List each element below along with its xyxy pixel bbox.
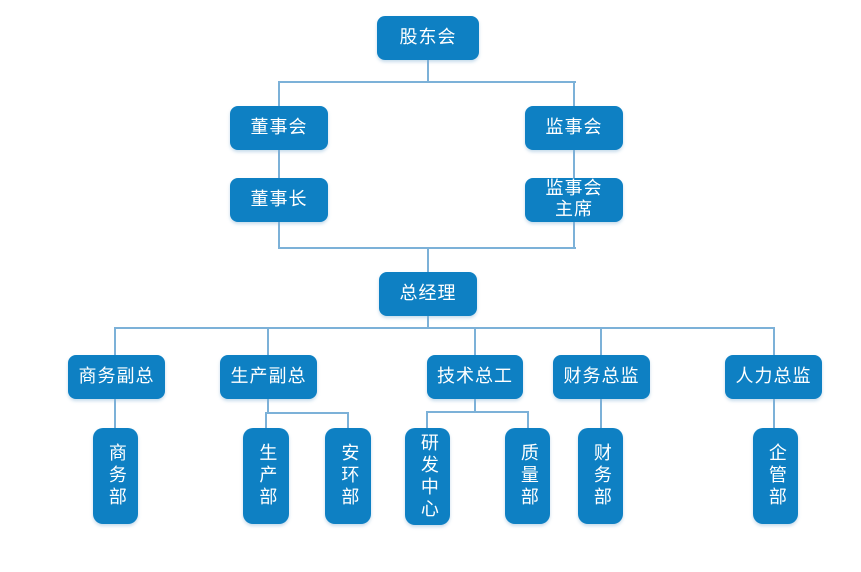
connector-line xyxy=(773,399,775,428)
org-node-hr-director: 人力总监 xyxy=(725,355,822,399)
connector-line xyxy=(267,399,269,413)
org-node-production-dept: 生产部 xyxy=(243,428,289,524)
org-node-vp-production: 生产副总 xyxy=(220,355,317,399)
connector-line xyxy=(573,222,575,248)
connector-line xyxy=(426,411,529,413)
connector-line xyxy=(427,316,429,328)
connector-line xyxy=(265,412,349,414)
org-node-label: 董事会 xyxy=(250,116,308,138)
org-node-enterprise-mgmt-dept: 企管部 xyxy=(753,428,798,524)
org-node-label: 企管部 xyxy=(765,443,787,509)
org-node-general-manager: 总经理 xyxy=(379,272,477,316)
org-node-commerce-dept: 商务部 xyxy=(93,428,138,524)
connector-line xyxy=(600,327,602,355)
org-node-quality-dept: 质量部 xyxy=(505,428,550,524)
connector-line xyxy=(600,399,602,428)
org-node-supervisory-board: 监事会 xyxy=(525,106,623,150)
connector-line xyxy=(114,399,116,428)
connector-line xyxy=(114,327,775,329)
org-node-finance-dept: 财务部 xyxy=(578,428,623,524)
connector-line xyxy=(573,81,575,106)
connector-line xyxy=(267,327,269,355)
org-node-label: 财务总监 xyxy=(563,365,640,387)
connector-line xyxy=(527,411,529,428)
connector-line xyxy=(278,222,280,248)
org-node-label: 商务部 xyxy=(105,443,127,509)
org-node-board-of-directors: 董事会 xyxy=(230,106,328,150)
org-node-label: 监事会 xyxy=(545,116,603,138)
connector-line xyxy=(773,327,775,355)
org-node-supervisory-board-chairman: 监事会 主席 xyxy=(525,178,623,222)
connector-line xyxy=(427,247,429,272)
org-node-label: 生产副总 xyxy=(230,365,307,387)
org-node-label: 技术总工 xyxy=(437,365,513,387)
connector-line xyxy=(114,327,116,355)
org-node-label: 总经理 xyxy=(399,282,457,304)
connector-line xyxy=(474,327,476,355)
org-node-board-chairman: 董事长 xyxy=(230,178,328,222)
org-node-label: 财务部 xyxy=(590,443,612,509)
org-node-chief-technology-engineer: 技术总工 xyxy=(427,355,523,399)
connector-line xyxy=(474,399,476,412)
connector-line xyxy=(426,411,428,428)
connector-line xyxy=(347,412,349,428)
org-node-label: 研发中心 xyxy=(417,432,439,521)
org-node-vp-commerce: 商务副总 xyxy=(68,355,165,399)
org-node-shareholders-meeting: 股东会 xyxy=(377,16,479,60)
org-node-rd-center: 研发中心 xyxy=(405,428,450,525)
connector-line xyxy=(278,81,280,106)
connector-line xyxy=(427,60,429,82)
org-node-label: 人力总监 xyxy=(735,365,812,387)
org-node-label: 安环部 xyxy=(338,443,360,509)
org-node-safety-env-dept: 安环部 xyxy=(325,428,371,524)
connector-line xyxy=(573,150,575,178)
org-node-label: 商务副总 xyxy=(78,365,155,387)
org-node-label: 监事会 主席 xyxy=(545,178,603,220)
org-node-finance-director: 财务总监 xyxy=(553,355,650,399)
connector-line xyxy=(278,150,280,178)
connector-line xyxy=(278,81,576,83)
org-node-label: 董事长 xyxy=(250,188,308,210)
connector-line xyxy=(265,412,267,428)
org-node-label: 质量部 xyxy=(517,443,539,509)
org-node-label: 股东会 xyxy=(399,26,457,48)
org-node-label: 生产部 xyxy=(256,443,278,509)
